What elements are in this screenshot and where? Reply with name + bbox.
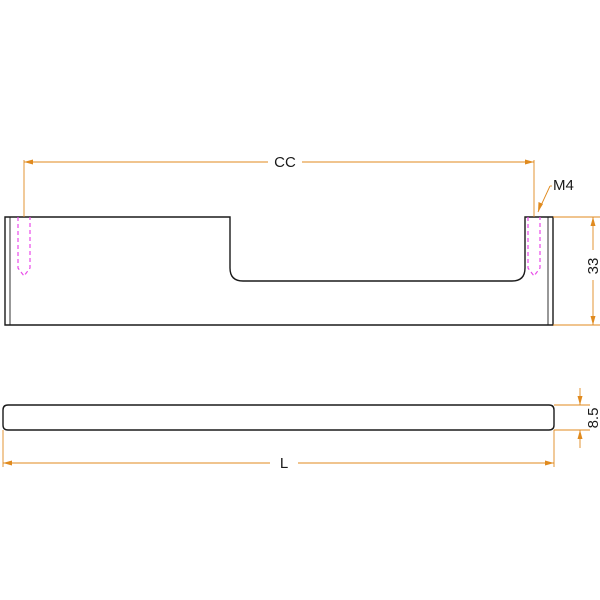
height-dimension: 33 <box>553 216 600 326</box>
top-view <box>2 404 555 431</box>
cc-dimension-label: CC <box>274 154 296 171</box>
thread-size-label: M4 <box>553 177 574 194</box>
length-dimension: L <box>2 430 555 472</box>
thread-leader: M4 <box>537 177 574 213</box>
length-dimension-label: L <box>280 455 288 472</box>
handle-front-outline <box>4 216 554 326</box>
right-thread-hole-hidden <box>527 217 541 277</box>
cc-dimension: CC <box>23 154 535 217</box>
height-dimension-label: 33 <box>585 258 600 275</box>
front-view <box>4 216 554 326</box>
thickness-dimension-label: 8.5 <box>585 408 600 429</box>
left-thread-hole-hidden <box>17 217 31 277</box>
handle-top-outline <box>2 404 555 431</box>
thickness-dimension: 8.5 <box>554 388 600 448</box>
